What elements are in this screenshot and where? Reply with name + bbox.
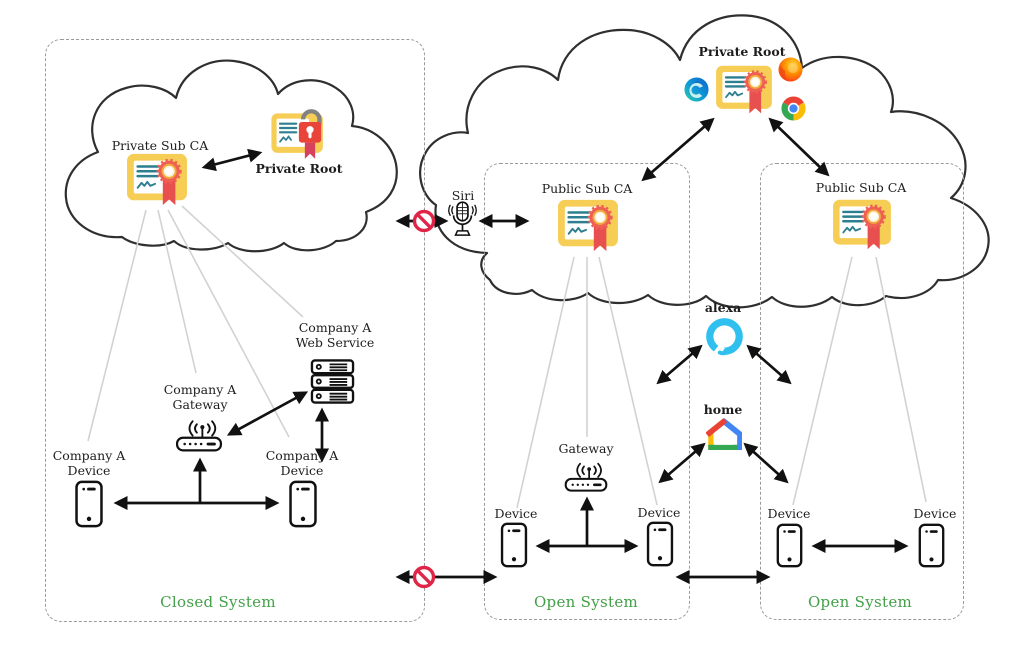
home-label: home [703,402,743,417]
open2-device-right-phone-icon [918,523,945,568]
open-system-1-box [484,163,690,620]
siri-label: Siri [451,188,475,203]
open-system-2-box [760,163,964,620]
public-sub-ca-1-certificate-icon [557,197,619,255]
public-sub-ca-1-label: Public Sub CA [541,181,633,196]
open2-device-left-label: Device [767,506,811,521]
company-a-device-left-label: Company A Device [52,448,126,479]
siri-microphone-icon [447,198,478,242]
company-a-web-service-server-icon [310,359,355,404]
alexa-label: alexa [704,300,742,315]
open1-device-left-phone-icon [500,522,528,568]
public-sub-ca-2-label: Public Sub CA [815,180,907,195]
company-a-device-right-phone-icon [288,480,318,528]
private-root-certificate-lock-icon [267,104,329,164]
company-a-gateway-router-icon [172,413,226,454]
open1-device-right-phone-icon [646,521,674,567]
closed-system-label: Closed System [160,593,276,611]
edge-icon [683,76,710,103]
company-a-device-left-phone-icon [74,480,104,528]
public-cloud-private-root-certificate-icon [714,63,774,117]
company-a-web-service-label: Company A Web Service [295,320,375,351]
open1-gateway-label: Gateway [558,441,614,456]
open1-device-right-label: Device [637,505,681,520]
company-a-device-right-label: Company A Device [265,448,339,479]
open2-device-left-phone-icon [776,523,803,568]
closed-system-box [45,39,425,622]
firefox-icon [777,56,804,83]
private-sub-ca-label: Private Sub CA [111,138,209,153]
open-system-2-label: Open System [807,593,913,611]
open1-gateway-router-icon [561,457,611,493]
alexa-icon [704,316,745,357]
private-sub-ca-certificate-icon [125,151,189,209]
chrome-icon [780,95,807,122]
public-sub-ca-2-certificate-icon [832,197,892,253]
company-a-gateway-label: Company A Gateway [163,382,237,413]
open2-device-right-label: Device [913,506,957,521]
open1-device-left-label: Device [494,506,538,521]
public-cloud-private-root-label: Private Root [698,44,786,59]
private-root-label: Private Root [255,161,343,176]
google-home-icon [706,417,742,453]
open-system-1-label: Open System [533,593,639,611]
